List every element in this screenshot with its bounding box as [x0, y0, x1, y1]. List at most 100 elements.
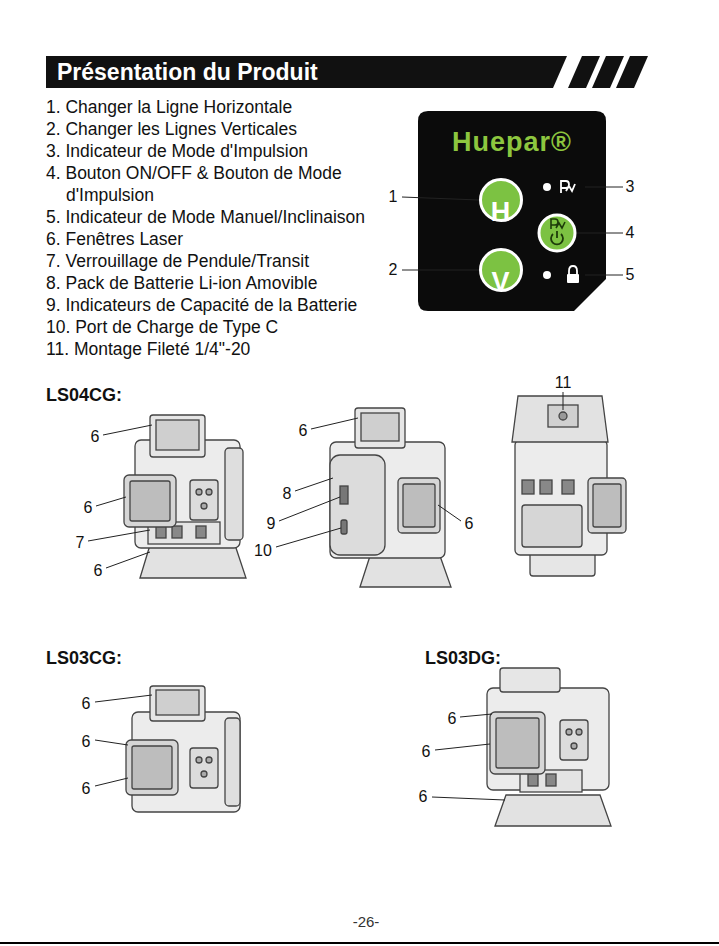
device-illustration	[487, 688, 609, 790]
panel-symbol	[556, 231, 558, 238]
panel-symbol	[551, 234, 563, 244]
device-illustration	[132, 712, 240, 812]
device-illustration	[172, 526, 182, 538]
device-illustration	[196, 757, 202, 763]
device-illustration	[522, 505, 582, 547]
title-banner	[46, 56, 567, 88]
device-illustration	[135, 440, 240, 548]
device-illustration	[341, 520, 347, 534]
button-letter: H	[482, 197, 520, 227]
title-banner	[568, 56, 600, 88]
feature-item: 6. Fenêtres Laser	[46, 228, 486, 250]
device-illustration	[512, 396, 608, 442]
device-illustration	[190, 748, 218, 788]
device-illustration	[140, 545, 246, 578]
callout-number: 10	[254, 542, 272, 560]
device-illustration	[593, 484, 621, 527]
leader-line	[577, 233, 623, 234]
leader-line	[585, 275, 623, 276]
device-illustration	[515, 440, 607, 555]
callout-number: 7	[76, 534, 85, 552]
callout-number: 9	[267, 515, 276, 533]
device-illustration	[571, 743, 577, 749]
device-illustration	[156, 526, 166, 538]
device-illustration	[403, 484, 435, 527]
device-illustration	[340, 486, 348, 504]
device-illustration	[361, 413, 399, 441]
device-illustration	[562, 480, 574, 494]
button-letter: V	[482, 267, 520, 297]
device-illustration	[196, 489, 202, 495]
device-illustration	[588, 478, 626, 533]
leader-line	[563, 392, 564, 410]
device-illustration	[156, 690, 199, 715]
panel-symbol	[539, 215, 575, 251]
section-title: Présentation du Produit	[57, 58, 318, 86]
device-illustration	[132, 746, 172, 789]
page-rule	[0, 942, 719, 944]
device-illustration	[225, 718, 240, 806]
leader-line	[438, 505, 461, 521]
panel-symbol	[543, 271, 551, 279]
device-illustration	[150, 415, 205, 457]
device-illustration	[126, 740, 178, 795]
callout-number: 6	[419, 788, 428, 806]
leader-line	[95, 778, 128, 786]
callout-number: 1	[389, 188, 398, 206]
leader-line	[96, 497, 126, 506]
device-illustration	[360, 556, 451, 587]
leader-line	[106, 552, 150, 568]
device-illustration	[576, 729, 582, 735]
feature-item: 4. Bouton ON/OFF & Bouton de Mode d'Impu…	[46, 162, 398, 206]
button: V	[479, 248, 523, 292]
feature-item: 8. Pack de Batterie Li-ion Amovible	[46, 272, 486, 294]
device-illustration	[201, 503, 207, 509]
device-illustration	[398, 478, 440, 533]
panel-symbol	[561, 181, 575, 193]
device-illustration	[201, 771, 207, 777]
callout-number: 2	[389, 261, 398, 279]
feature-item: 10. Port de Charge de Type C	[46, 316, 486, 338]
title-banner	[46, 56, 648, 88]
callout-number: 6	[84, 499, 93, 517]
device-illustration	[500, 668, 560, 692]
device-illustration	[330, 455, 385, 555]
leader-line	[88, 392, 563, 800]
panel-symbol	[543, 183, 551, 191]
leader-line	[402, 270, 479, 271]
callout-number: 6	[299, 422, 308, 440]
title-banner	[592, 56, 624, 88]
callout-number: 6	[448, 710, 457, 728]
leader-line	[103, 425, 152, 435]
feature-item: 2. Changer les Lignes Verticales	[46, 118, 486, 140]
leader-line	[295, 478, 333, 491]
page-number: -26-	[353, 913, 380, 931]
panel-symbol	[569, 266, 577, 275]
leader-line	[402, 187, 623, 275]
panel-symbol	[551, 219, 565, 229]
leader-line	[402, 197, 479, 200]
panel-symbol	[567, 274, 579, 283]
device-illustration	[190, 480, 218, 520]
title-banner	[616, 56, 648, 88]
device-illustration	[124, 475, 176, 527]
callout-number: 6	[94, 562, 103, 580]
device-illustration	[355, 408, 405, 448]
feature-item: 5. Indicateur de Mode Manuel/Inclinaison	[46, 206, 486, 228]
device-illustration	[540, 480, 552, 494]
device-illustration	[130, 481, 170, 521]
feature-item: 9. Indicateurs de Capacité de la Batteri…	[46, 294, 486, 316]
callout-number: 11	[555, 374, 572, 392]
callout-number: 3	[626, 178, 635, 196]
callout-number: 6	[82, 695, 91, 713]
leader-line	[460, 714, 492, 717]
leader-line	[585, 187, 623, 188]
callout-number: 6	[82, 780, 91, 798]
device-illustration	[124, 396, 626, 826]
leader-line	[88, 530, 150, 541]
feature-item: 3. Indicateur de Mode d'Impulsion	[46, 140, 486, 162]
feature-item: 7. Verrouillage de Pendule/Transit	[46, 250, 486, 272]
model-name: LS04CG:	[46, 384, 122, 406]
leader-line	[435, 744, 490, 750]
device-illustration	[206, 757, 212, 763]
